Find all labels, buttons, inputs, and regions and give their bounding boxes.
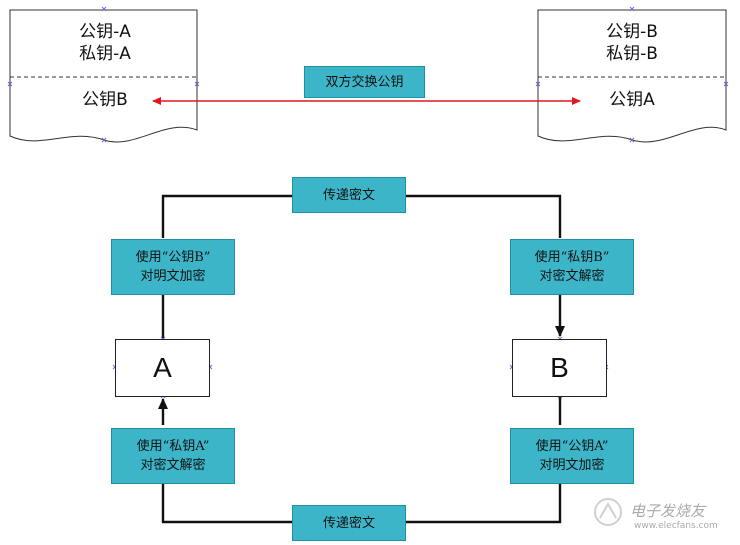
watermark-brand: 电子发烧友: [630, 502, 706, 520]
left-doc-private-key: 私钥-A: [79, 44, 131, 64]
a-encrypt-line1: 使用“公钥B”: [135, 250, 211, 265]
a-decrypt-step: 使用“私钥A” 对密文解密: [111, 428, 235, 484]
party-b-node: B: [512, 339, 607, 397]
party-a-label: A: [153, 352, 172, 383]
a-encrypt-line2: 对明文加密: [140, 269, 206, 284]
top-channel-text: 传递密文: [322, 187, 375, 203]
bottom-channel-text: 传递密文: [322, 515, 375, 531]
a-encrypt-step: 使用“公钥B” 对明文加密: [111, 239, 235, 295]
b-encrypt-line2: 对明文加密: [539, 458, 605, 473]
left-doc-received-key: 公钥B: [82, 90, 128, 110]
exchange-public-keys-label: 双方交换公钥: [304, 66, 425, 98]
party-a-node: A: [115, 339, 210, 397]
bottom-transmit-ciphertext-label: 传递密文: [292, 505, 406, 541]
left-doc-public-key: 公钥-A: [79, 22, 131, 42]
b-encrypt-line1: 使用“公钥A”: [535, 439, 609, 454]
a-decrypt-line1: 使用“私钥A”: [136, 439, 210, 454]
right-doc-received-key: 公钥A: [609, 90, 655, 110]
exchange-label-text: 双方交换公钥: [325, 74, 404, 90]
b-encrypt-step: 使用“公钥A” 对明文加密: [510, 428, 634, 484]
a-decrypt-line2: 对密文解密: [140, 458, 206, 473]
b-decrypt-line2: 对密文解密: [539, 269, 605, 284]
top-transmit-ciphertext-label: 传递密文: [292, 177, 406, 213]
watermark-logo-icon: [594, 498, 622, 526]
b-decrypt-step: 使用“私钥B” 对密文解密: [510, 239, 634, 295]
party-b-label: B: [550, 352, 569, 383]
right-doc-private-key: 私钥-B: [606, 44, 658, 64]
b-decrypt-line1: 使用“私钥B”: [534, 250, 610, 265]
right-doc-public-key: 公钥-B: [606, 22, 658, 42]
watermark-url: www.elecfans.com: [634, 521, 718, 531]
